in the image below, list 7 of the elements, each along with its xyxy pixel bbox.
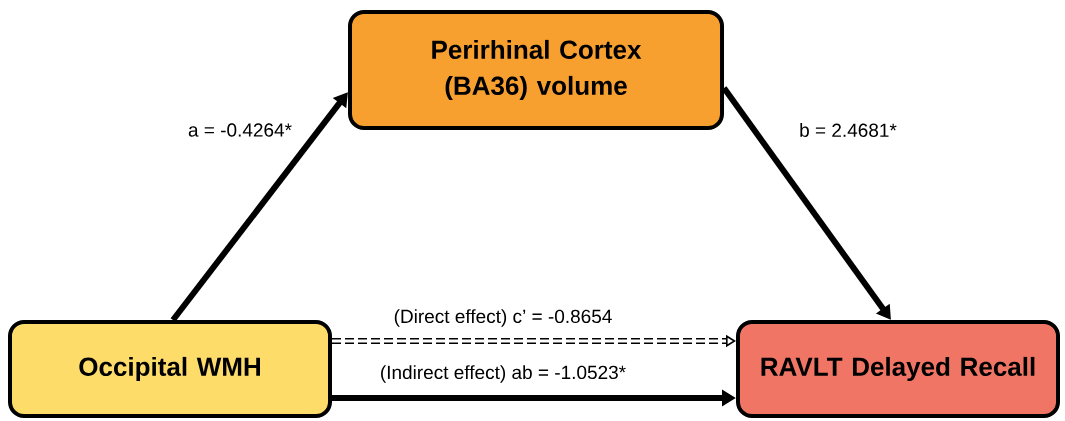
variable-box: RAVLT Delayed Recall: [736, 320, 1060, 418]
edge-label: (Indirect effect) ab = -1.0523*: [378, 364, 628, 384]
edge-label: (Direct effect) c’ = -0.8654: [392, 308, 614, 328]
edge-label: b = 2.4681*: [798, 122, 898, 138]
edge-label: a = -0.4264*: [187, 122, 294, 138]
variable-box: Occipital WMH: [8, 320, 332, 418]
variable-box: Perirhinal Cortex (BA36) volume: [348, 10, 724, 130]
